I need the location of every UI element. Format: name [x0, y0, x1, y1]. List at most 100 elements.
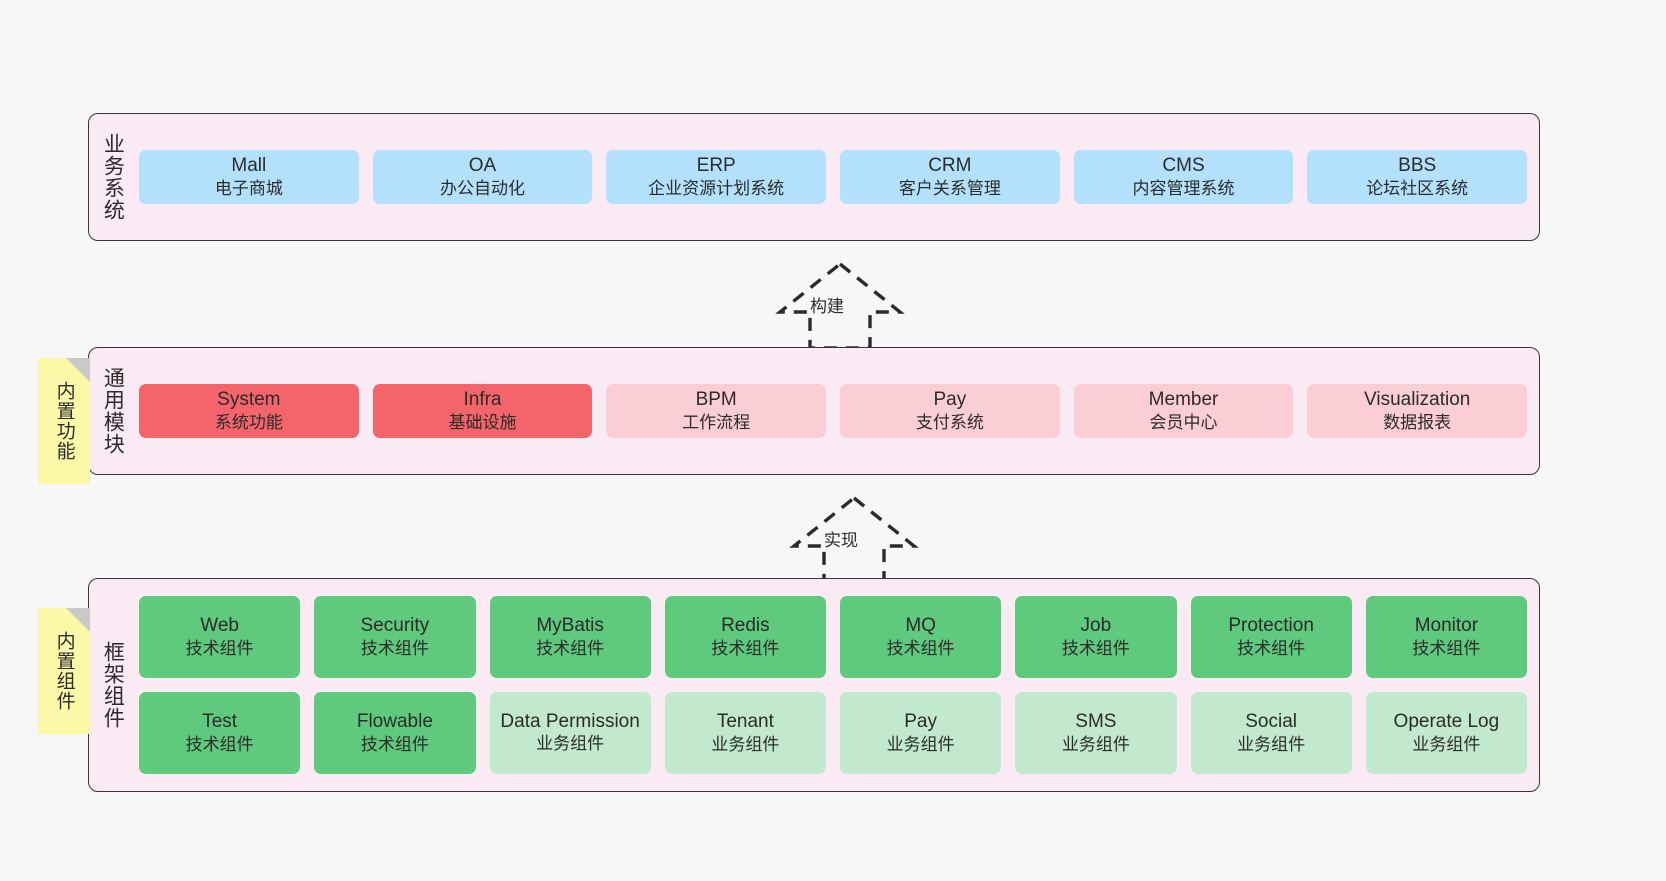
card-operate-log-desc: 业务组件: [1412, 735, 1481, 755]
layer-business-systems-body: Mall 电子商城 OA 办公自动化 ERP 企业资源计划系统 CRM 客户关系…: [135, 114, 1539, 240]
note-builtin-components: 内置组件: [38, 608, 90, 734]
connector-build-label: 构建: [810, 297, 844, 316]
card-security[interactable]: Security 技术组件: [314, 596, 476, 678]
card-member-desc: 会员中心: [1149, 413, 1218, 433]
card-operate-log[interactable]: Operate Log 业务组件: [1365, 692, 1527, 774]
card-monitor-desc: 技术组件: [1412, 639, 1481, 659]
card-member[interactable]: Member 会员中心: [1073, 383, 1294, 439]
layer-business-systems: 业务系统 Mall 电子商城 OA 办公自动化 ERP 企业资源计划系统 CRM…: [88, 113, 1540, 241]
card-bpm-name: BPM: [695, 388, 737, 410]
card-mybatis[interactable]: MyBatis 技术组件: [489, 596, 651, 678]
card-tenant[interactable]: Tenant 业务组件: [664, 692, 826, 774]
business-systems-row: Mall 电子商城 OA 办公自动化 ERP 企业资源计划系统 CRM 客户关系…: [139, 149, 1528, 205]
card-crm-desc: 客户关系管理: [898, 179, 1001, 199]
note-builtin-features: 内置功能: [38, 358, 90, 484]
card-oa-name: OA: [468, 154, 497, 176]
card-social[interactable]: Social 业务组件: [1190, 692, 1352, 774]
card-data-permission[interactable]: Data Permission 业务组件: [489, 692, 651, 774]
card-operate-log-name: Operate Log: [1393, 710, 1500, 732]
card-social-desc: 业务组件: [1237, 735, 1306, 755]
card-social-name: Social: [1245, 710, 1297, 732]
card-system-desc: 系统功能: [214, 413, 283, 433]
card-system-name: System: [217, 388, 281, 410]
layer-common-modules-label: 通用模块: [101, 367, 125, 455]
layer-common-modules-body: System 系统功能 Infra 基础设施 BPM 工作流程 Pay 支付系统…: [135, 348, 1539, 474]
card-crm-name: CRM: [928, 154, 972, 176]
card-flowable[interactable]: Flowable 技术组件: [314, 692, 476, 774]
card-pay-module[interactable]: Pay 支付系统: [840, 383, 1060, 439]
connector-build: 构建: [752, 258, 932, 352]
card-oa-desc: 办公自动化: [440, 179, 525, 199]
card-bbs-desc: 论坛社区系统: [1366, 179, 1469, 199]
card-bpm[interactable]: BPM 工作流程: [606, 383, 827, 439]
connector-implement-label: 实现: [824, 531, 858, 550]
card-sms-name: SMS: [1075, 710, 1117, 732]
card-data-permission-name: Data Permission: [500, 711, 640, 733]
card-pay-component-name: Pay: [904, 710, 937, 732]
card-mq[interactable]: MQ 技术组件: [840, 596, 1002, 678]
card-member-name: Member: [1148, 388, 1219, 410]
card-tenant-name: Tenant: [716, 710, 774, 732]
layer-common-modules: 通用模块 System 系统功能 Infra 基础设施 BPM 工作流程 Pay…: [88, 347, 1540, 475]
card-protection-desc: 技术组件: [1237, 639, 1306, 659]
card-monitor[interactable]: Monitor 技术组件: [1365, 596, 1527, 678]
card-pay-module-name: Pay: [933, 388, 967, 410]
framework-tech-row: Web 技术组件 Security 技术组件 MyBatis 技术组件 Redi…: [139, 596, 1527, 678]
card-infra-name: Infra: [463, 388, 502, 410]
card-mall-desc: 电子商城: [214, 179, 283, 199]
card-test-desc: 技术组件: [185, 735, 254, 755]
card-tenant-desc: 业务组件: [711, 735, 780, 755]
card-sms[interactable]: SMS 业务组件: [1015, 692, 1177, 774]
card-job-desc: 技术组件: [1061, 639, 1130, 659]
connector-implement: 实现: [766, 492, 946, 586]
card-web-name: Web: [200, 614, 239, 636]
card-redis[interactable]: Redis 技术组件: [664, 596, 826, 678]
card-test-name: Test: [202, 710, 238, 732]
card-visualization-name: Visualization: [1364, 388, 1471, 410]
card-web-desc: 技术组件: [185, 639, 254, 659]
card-mybatis-desc: 技术组件: [536, 639, 605, 659]
card-visualization[interactable]: Visualization 数据报表: [1307, 383, 1528, 439]
card-mybatis-name: MyBatis: [536, 614, 604, 636]
card-sms-desc: 业务组件: [1061, 735, 1130, 755]
note-fold-icon: [66, 358, 90, 382]
card-erp[interactable]: ERP 企业资源计划系统: [606, 149, 827, 205]
card-bbs[interactable]: BBS 论坛社区系统: [1307, 149, 1528, 205]
card-job-name: Job: [1080, 614, 1112, 636]
card-flowable-desc: 技术组件: [360, 735, 429, 755]
card-security-name: Security: [360, 614, 430, 636]
card-cms[interactable]: CMS 内容管理系统: [1073, 149, 1294, 205]
card-erp-desc: 企业资源计划系统: [648, 179, 785, 199]
framework-biz-row: Test 技术组件 Flowable 技术组件 Data Permission …: [139, 692, 1527, 774]
card-infra[interactable]: Infra 基础设施: [372, 383, 593, 439]
card-mall[interactable]: Mall 电子商城: [139, 149, 359, 205]
card-test[interactable]: Test 技术组件: [139, 692, 301, 774]
card-crm[interactable]: CRM 客户关系管理: [840, 149, 1060, 205]
card-security-desc: 技术组件: [360, 639, 429, 659]
note-builtin-components-text: 内置组件: [53, 631, 75, 711]
layer-framework-components: 框架组件 Web 技术组件 Security 技术组件 MyBatis 技术组件…: [88, 578, 1540, 792]
card-oa[interactable]: OA 办公自动化: [372, 149, 593, 205]
card-redis-name: Redis: [721, 614, 770, 636]
card-job[interactable]: Job 技术组件: [1015, 596, 1177, 678]
card-flowable-name: Flowable: [356, 710, 433, 732]
card-system[interactable]: System 系统功能: [139, 383, 359, 439]
card-pay-module-desc: 支付系统: [915, 413, 984, 433]
note-builtin-features-text: 内置功能: [53, 381, 75, 461]
card-pay-component[interactable]: Pay 业务组件: [840, 692, 1002, 774]
card-redis-desc: 技术组件: [711, 639, 780, 659]
card-cms-name: CMS: [1162, 154, 1205, 176]
layer-framework-components-label: 框架组件: [101, 641, 125, 729]
card-protection[interactable]: Protection 技术组件: [1190, 596, 1352, 678]
card-mq-desc: 技术组件: [886, 639, 955, 659]
card-bpm-desc: 工作流程: [682, 413, 751, 433]
card-erp-name: ERP: [696, 154, 736, 176]
card-monitor-name: Monitor: [1414, 614, 1479, 636]
card-web[interactable]: Web 技术组件: [139, 596, 301, 678]
layer-business-systems-label: 业务系统: [101, 133, 125, 221]
layer-framework-components-body: Web 技术组件 Security 技术组件 MyBatis 技术组件 Redi…: [135, 579, 1539, 791]
card-visualization-desc: 数据报表: [1383, 413, 1452, 433]
card-mall-name: Mall: [231, 154, 267, 176]
card-pay-component-desc: 业务组件: [886, 735, 955, 755]
card-protection-name: Protection: [1228, 614, 1314, 636]
